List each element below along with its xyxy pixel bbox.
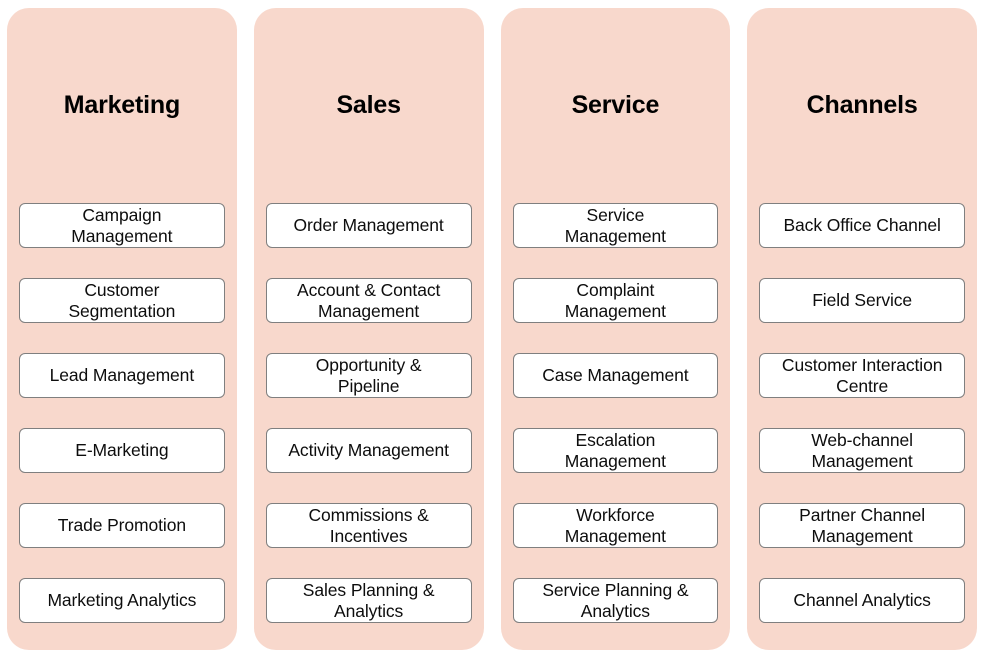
card-label: Web-channel Management bbox=[811, 429, 913, 471]
card-label: Campaign Management bbox=[71, 204, 173, 246]
column-title-marketing: Marketing bbox=[63, 91, 181, 119]
card-marketing-analytics[interactable]: Marketing Analytics bbox=[19, 578, 225, 623]
column-title-sales: Sales bbox=[336, 91, 401, 119]
card-complaint-management[interactable]: Complaint Management bbox=[512, 278, 719, 323]
card-label: Complaint Management bbox=[564, 279, 666, 321]
card-web-channel-management[interactable]: Web-channel Management bbox=[759, 428, 965, 473]
card-label: Escalation Management bbox=[564, 429, 666, 471]
card-label: Workforce Management bbox=[564, 504, 666, 546]
card-lead-management[interactable]: Lead Management bbox=[19, 353, 225, 398]
card-label: Channel Analytics bbox=[793, 590, 931, 610]
card-list-marketing: Campaign Management Customer Segmentatio… bbox=[19, 203, 225, 650]
card-label: Lead Management bbox=[49, 365, 195, 385]
card-label: Customer Interaction Centre bbox=[781, 354, 943, 396]
card-escalation-management[interactable]: Escalation Management bbox=[512, 428, 719, 473]
card-label: Marketing Analytics bbox=[47, 590, 197, 610]
column-service[interactable]: Service Service Management Complaint Man… bbox=[500, 8, 731, 650]
card-customer-interaction-centre[interactable]: Customer Interaction Centre bbox=[759, 353, 965, 398]
card-service-management[interactable]: Service Management bbox=[512, 203, 719, 248]
card-case-management[interactable]: Case Management bbox=[512, 353, 719, 398]
card-label: Commissions & Incentives bbox=[308, 504, 429, 546]
column-channels[interactable]: Channels Back Office Channel Field Servi… bbox=[747, 8, 977, 650]
card-partner-channel-management[interactable]: Partner Channel Management bbox=[759, 503, 965, 548]
card-service-planning-analytics[interactable]: Service Planning & Analytics bbox=[512, 578, 719, 623]
card-list-sales: Order Management Account & Contact Manag… bbox=[265, 203, 472, 650]
card-activity-management[interactable]: Activity Management bbox=[265, 428, 472, 473]
column-title-channels: Channels bbox=[806, 91, 918, 119]
card-label: E-Marketing bbox=[75, 440, 169, 460]
card-label: Order Management bbox=[293, 215, 444, 235]
card-label: Field Service bbox=[812, 290, 913, 310]
card-campaign-management[interactable]: Campaign Management bbox=[19, 203, 225, 248]
card-order-management[interactable]: Order Management bbox=[265, 203, 472, 248]
card-list-channels: Back Office Channel Field Service Custom… bbox=[759, 203, 965, 650]
card-workforce-management[interactable]: Workforce Management bbox=[512, 503, 719, 548]
card-label: Case Management bbox=[542, 365, 689, 385]
card-label: Partner Channel Management bbox=[799, 504, 926, 546]
card-label: Sales Planning & Analytics bbox=[302, 579, 435, 621]
card-field-service[interactable]: Field Service bbox=[759, 278, 965, 323]
card-account-contact-management[interactable]: Account & Contact Management bbox=[265, 278, 472, 323]
column-sales[interactable]: Sales Order Management Account & Contact… bbox=[253, 8, 484, 650]
card-label: Activity Management bbox=[288, 440, 449, 460]
card-opportunity-pipeline[interactable]: Opportunity & Pipeline bbox=[265, 353, 472, 398]
card-label: Back Office Channel bbox=[783, 215, 941, 235]
card-label: Customer Segmentation bbox=[68, 279, 176, 321]
card-label: Account & Contact Management bbox=[297, 279, 441, 321]
card-commissions-incentives[interactable]: Commissions & Incentives bbox=[265, 503, 472, 548]
card-sales-planning-analytics[interactable]: Sales Planning & Analytics bbox=[265, 578, 472, 623]
card-label: Service Management bbox=[564, 204, 666, 246]
card-e-marketing[interactable]: E-Marketing bbox=[19, 428, 225, 473]
column-marketing[interactable]: Marketing Campaign Management Customer S… bbox=[7, 8, 237, 650]
card-customer-segmentation[interactable]: Customer Segmentation bbox=[19, 278, 225, 323]
card-channel-analytics[interactable]: Channel Analytics bbox=[759, 578, 965, 623]
card-back-office-channel[interactable]: Back Office Channel bbox=[759, 203, 965, 248]
column-title-service: Service bbox=[571, 91, 660, 119]
card-label: Opportunity & Pipeline bbox=[315, 354, 422, 396]
card-label: Trade Promotion bbox=[57, 515, 186, 535]
card-trade-promotion[interactable]: Trade Promotion bbox=[19, 503, 225, 548]
card-label: Service Planning & Analytics bbox=[542, 579, 689, 621]
card-list-service: Service Management Complaint Management … bbox=[512, 203, 719, 650]
